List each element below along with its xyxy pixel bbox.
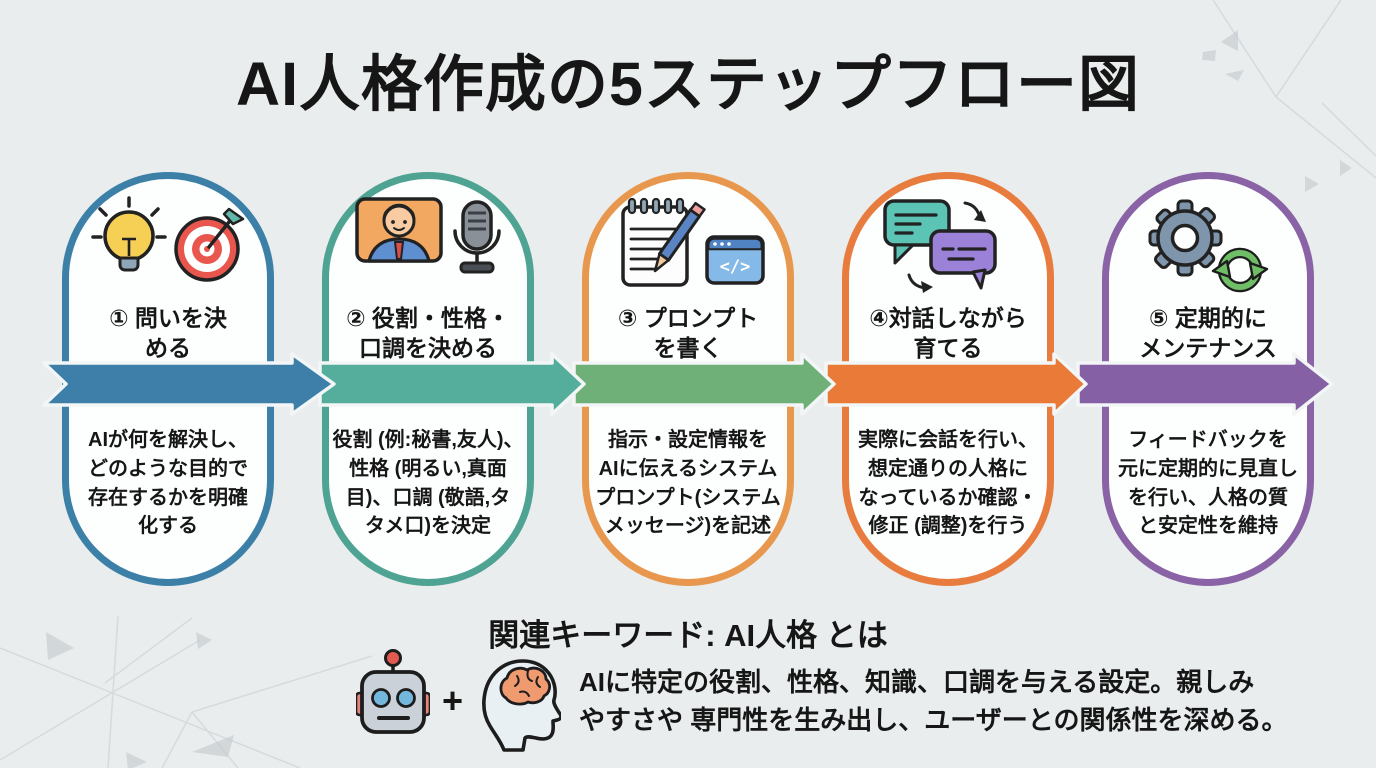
brain-head-icon	[482, 659, 562, 752]
gear-icon	[1148, 199, 1223, 277]
step-5-description: フィードバックを 元に定期的に見直し を行い、人格の質 と安定性を維持	[1118, 429, 1298, 538]
step-4-icons	[869, 195, 1027, 297]
step-3-description: 指示・設定情報を AIに伝えるシステム プロンプト(システム メッセージ)を記述	[595, 429, 781, 538]
step-card-2: ② 役割・性格・ 口調を決める 役割 (例:秘書,友人)、 性格 (明るい,真面…	[322, 172, 534, 586]
footer-description: AIに特定の役割、性格、知識、口調を与える設定。親しみ やすさや 専門性を生み出…	[579, 666, 1288, 735]
step-5-title: ⑤ 定期的に メンテナンス	[1139, 304, 1277, 361]
step-1-description: AIが何を解決し、 どのような目的で 存在するかを明確 化する	[88, 429, 248, 538]
step-1-title: ① 問いを決 める	[109, 304, 227, 361]
refresh-arrows-icon	[1211, 247, 1269, 293]
page-title: AI人格作成の5ステップフロー図	[236, 50, 1140, 118]
step-4-description: 実際に会話を行い、 想定通りの人格に なっているか確認・ 修正 (調整)を行う	[858, 429, 1038, 538]
step-1-icons	[89, 195, 247, 297]
lightbulb-icon	[91, 196, 167, 272]
step-4-title: ④対話しながら 育てる	[869, 304, 1027, 361]
step-2-title: ② 役割・性格・ 口調を決める	[346, 304, 510, 361]
svg-text:</>: </>	[720, 257, 751, 277]
step-card-3: </> ③ プロンプト を書く 指示・設定情報を AIに伝えるシステム プロンプ…	[582, 172, 794, 586]
target-icon	[174, 207, 245, 282]
footer-row: + AIに特定の役割、性格、知識、口調を与える設定。親しみ やすさや 専門性を生…	[356, 646, 1354, 756]
chat-bubbles-icon	[883, 199, 997, 293]
code-window-icon: </>	[705, 235, 765, 285]
step-3-title: ③ プロンプト を書く	[617, 304, 759, 361]
step-card-1: ① 問いを決 める AIが何を解決し、 どのような目的で 存在するかを明確 化す…	[62, 172, 274, 586]
step-card-5: ⑤ 定期的に メンテナンス フィードバックを 元に定期的に見直し を行い、人格の…	[1102, 172, 1314, 586]
robot-icon	[356, 649, 430, 734]
step-2-icons	[349, 195, 507, 297]
footer-heading: 関連キーワード: AI人格 とは	[488, 618, 888, 653]
step-3-icons: </>	[609, 195, 767, 297]
microphone-icon	[453, 200, 501, 274]
step-2-description: 役割 (例:秘書,友人)、 性格 (明るい,真面 目)、口調 (敬語,タ タメ口…	[332, 429, 524, 538]
step-5-icons	[1129, 195, 1287, 297]
plus-sign: +	[442, 680, 464, 721]
notepad-pencil-icon	[621, 197, 706, 287]
person-icon	[355, 197, 443, 263]
step-card-4: ④対話しながら 育てる 実際に会話を行い、 想定通りの人格に なっているか確認・…	[842, 172, 1054, 586]
